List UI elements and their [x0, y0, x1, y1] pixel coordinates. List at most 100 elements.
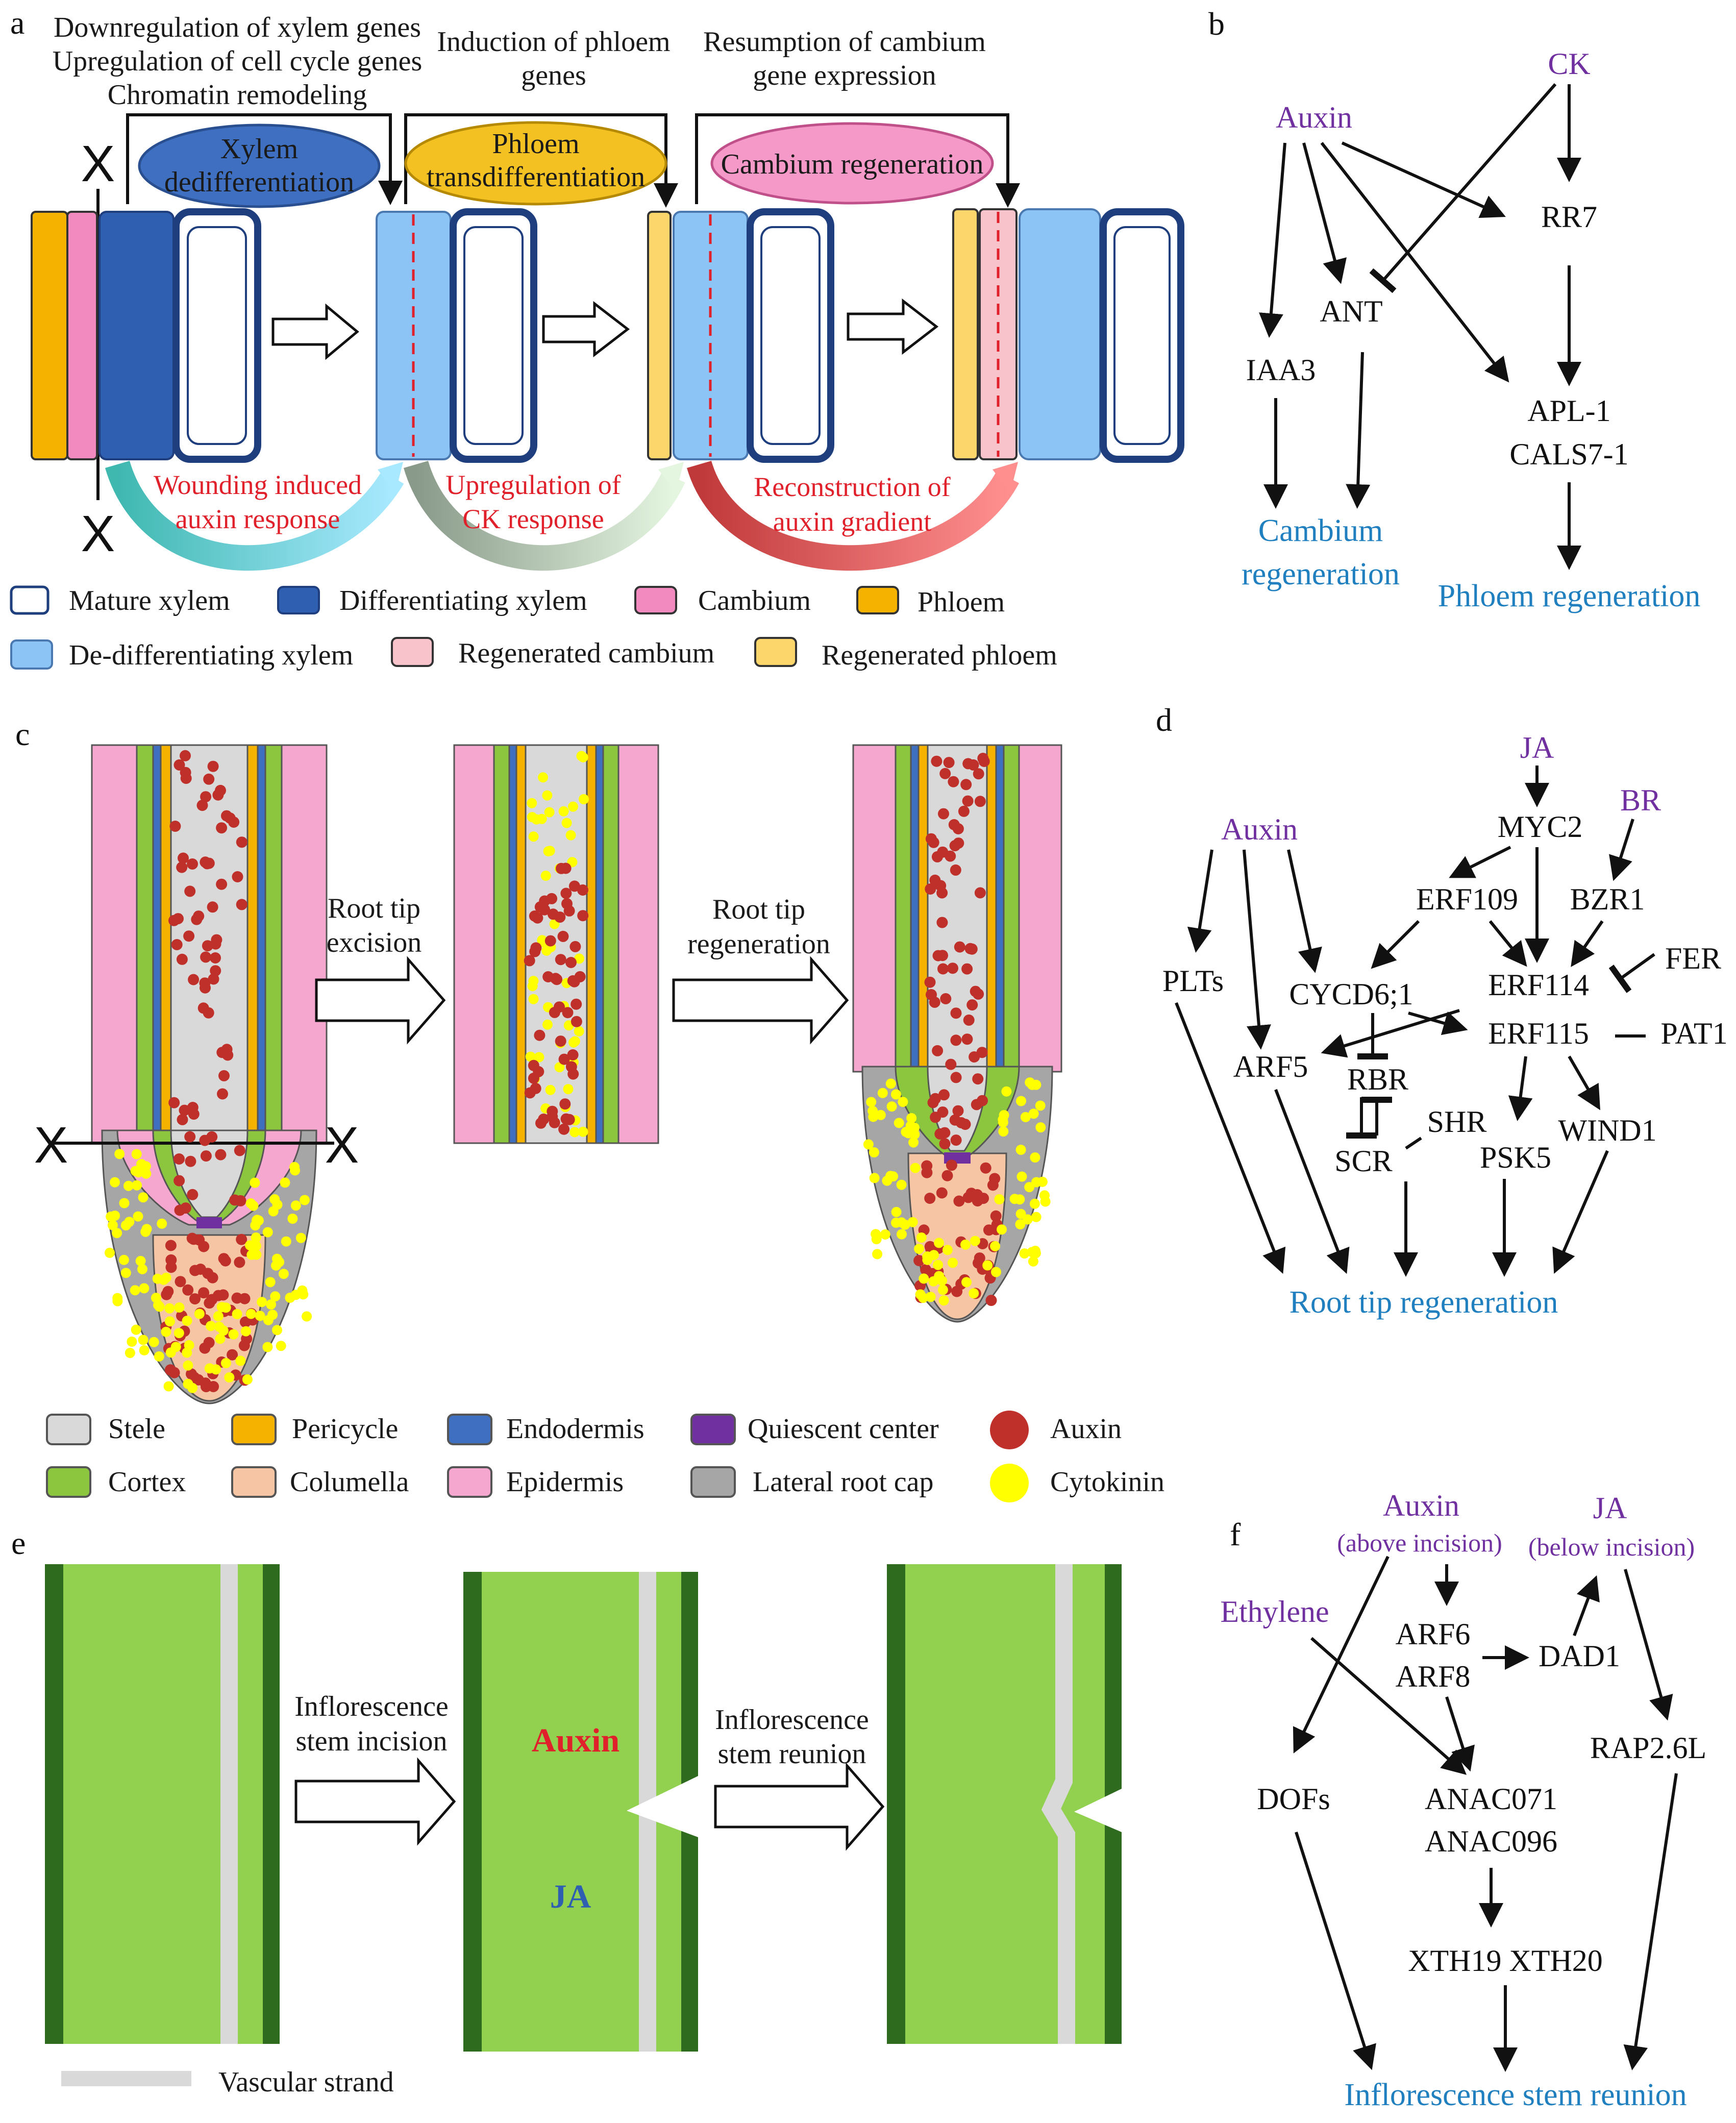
auxin-dot [539, 904, 551, 916]
auxin-dot [193, 1234, 205, 1246]
auxin-dot [203, 773, 215, 785]
legend-swatch-mature-xylem [10, 585, 49, 615]
node-apl1: APL-1 [1527, 394, 1610, 428]
cytokinin-dot [124, 1217, 135, 1227]
auxin-dot [940, 993, 952, 1004]
cytokinin-dot [527, 981, 538, 992]
auxin-dot [571, 1016, 582, 1027]
cytokinin-dot [139, 1283, 150, 1294]
node-dofs: DOFs [1257, 1782, 1330, 1816]
node-ck: CK [1548, 47, 1590, 81]
node-myc2: MYC2 [1498, 810, 1583, 844]
cytokinin-dot [141, 1224, 152, 1235]
panel-f: f Auxin (above incision) JA (below incis… [1220, 1489, 1706, 2112]
auxin-dot [567, 1049, 579, 1060]
cytokinin-dot [543, 846, 554, 856]
cytokinin-dot [266, 1299, 277, 1310]
xylem-ellipse-line2: dedifferentiation [164, 166, 354, 198]
auxin-dot [924, 1193, 936, 1204]
node-auxin-d: Auxin [1221, 812, 1298, 846]
node-erf115: ERF115 [1488, 1017, 1589, 1050]
stem-auxin-label: Auxin [532, 1722, 619, 1759]
panel-label-c: c [15, 716, 30, 752]
cytokinin-dot [1031, 1212, 1041, 1222]
auxin-dot [562, 1007, 574, 1019]
auxin-dot [234, 1145, 245, 1156]
auxin-dot [962, 795, 974, 807]
cytokinin-dot [542, 790, 553, 801]
header-left-line2: Upregulation of cell cycle genes [53, 45, 423, 77]
auxin-dot [929, 1093, 941, 1104]
header-left-line3: Chromatin remodeling [108, 79, 367, 111]
auxin-dot [180, 750, 191, 761]
cytokinin-dot [990, 1241, 1001, 1251]
cytokinin-dot [152, 1273, 163, 1284]
root-arrow1-line1: Root tip [328, 893, 420, 924]
auxin-dot [207, 1272, 218, 1283]
auxin-dot [989, 1173, 1001, 1184]
panel-c: c X X Root tip excision [15, 716, 1164, 1502]
auxin-dot [549, 1117, 560, 1128]
cytokinin-dot [910, 1163, 921, 1173]
auxin-dot [945, 1058, 957, 1070]
cytokinin-dot [228, 1329, 239, 1340]
cytokinin-dot [574, 953, 585, 964]
stem-intact [45, 1564, 280, 2044]
cytokinin-dot [877, 1088, 888, 1098]
cytokinin-dot [290, 1165, 301, 1176]
cytokinin-dot [174, 1302, 185, 1313]
auxin-dot [924, 976, 936, 988]
node-cycd61: CYCD6;1 [1289, 977, 1413, 1011]
cytokinin-dot [1019, 1248, 1030, 1259]
node-auxin-b: Auxin [1276, 101, 1352, 134]
cytokinin-dot [262, 1342, 273, 1352]
auxin-dot [183, 930, 195, 942]
node-iaa3: IAA3 [1246, 353, 1316, 387]
cytokinin-dot [298, 1289, 309, 1300]
auxin-dot [931, 851, 943, 862]
cytokinin-dot [545, 1084, 556, 1095]
auxin-dot [568, 880, 580, 892]
cytokinin-dot [133, 1167, 144, 1178]
auxin-dot [187, 1102, 199, 1113]
node-psk5: PSK5 [1480, 1141, 1551, 1174]
auxin-dot [215, 1149, 227, 1161]
legend-swatch-quiescent-center [690, 1414, 736, 1445]
cytokinin-dot [220, 1358, 231, 1368]
node-auxin-note: (above incision) [1337, 1528, 1502, 1557]
cytokinin-dot [869, 1147, 879, 1157]
cytokinin-dot [206, 1321, 216, 1331]
cytokinin-dot [1015, 1145, 1026, 1155]
auxin-dot [935, 880, 947, 892]
panel-label-b: b [1208, 6, 1225, 42]
auxin-dot [947, 962, 958, 974]
auxin-dot [229, 1194, 241, 1206]
auxin-dot [200, 791, 212, 803]
cytokinin-dot [1037, 1176, 1048, 1187]
cytokinin-dot [525, 1051, 536, 1062]
panel-label-d: d [1156, 702, 1172, 738]
auxin-dot [548, 908, 559, 920]
cytokinin-dot [290, 1290, 301, 1300]
cytokinin-dot [919, 1273, 929, 1284]
auxin-dot [932, 1045, 944, 1056]
cytokinin-dot [280, 1177, 290, 1188]
xylem-ellipse-line1: Xylem [220, 133, 298, 165]
cambium-regeneration-line2: regeneration [1242, 557, 1400, 591]
cytokinin-dot [563, 1084, 574, 1095]
cytokinin-dot [527, 812, 537, 823]
cytokinin-dot [127, 1337, 137, 1347]
cytokinin-dot [916, 1232, 927, 1243]
cytokinin-dot [138, 1335, 148, 1345]
cytokinin-dot [123, 1180, 134, 1191]
panel-label-a: a [10, 5, 24, 41]
node-arf8: ARF8 [1396, 1660, 1471, 1693]
node-rap26l: RAP2.6L [1590, 1731, 1706, 1765]
cytokinin-dot [106, 1211, 116, 1222]
auxin-dot [219, 1255, 231, 1267]
root-excised [453, 744, 659, 1144]
auxin-dot [189, 1293, 201, 1305]
root-cut-mark-left: X [34, 1117, 68, 1174]
legend-swatch-cortex [46, 1466, 91, 1498]
cytokinin-dot [569, 1127, 580, 1138]
